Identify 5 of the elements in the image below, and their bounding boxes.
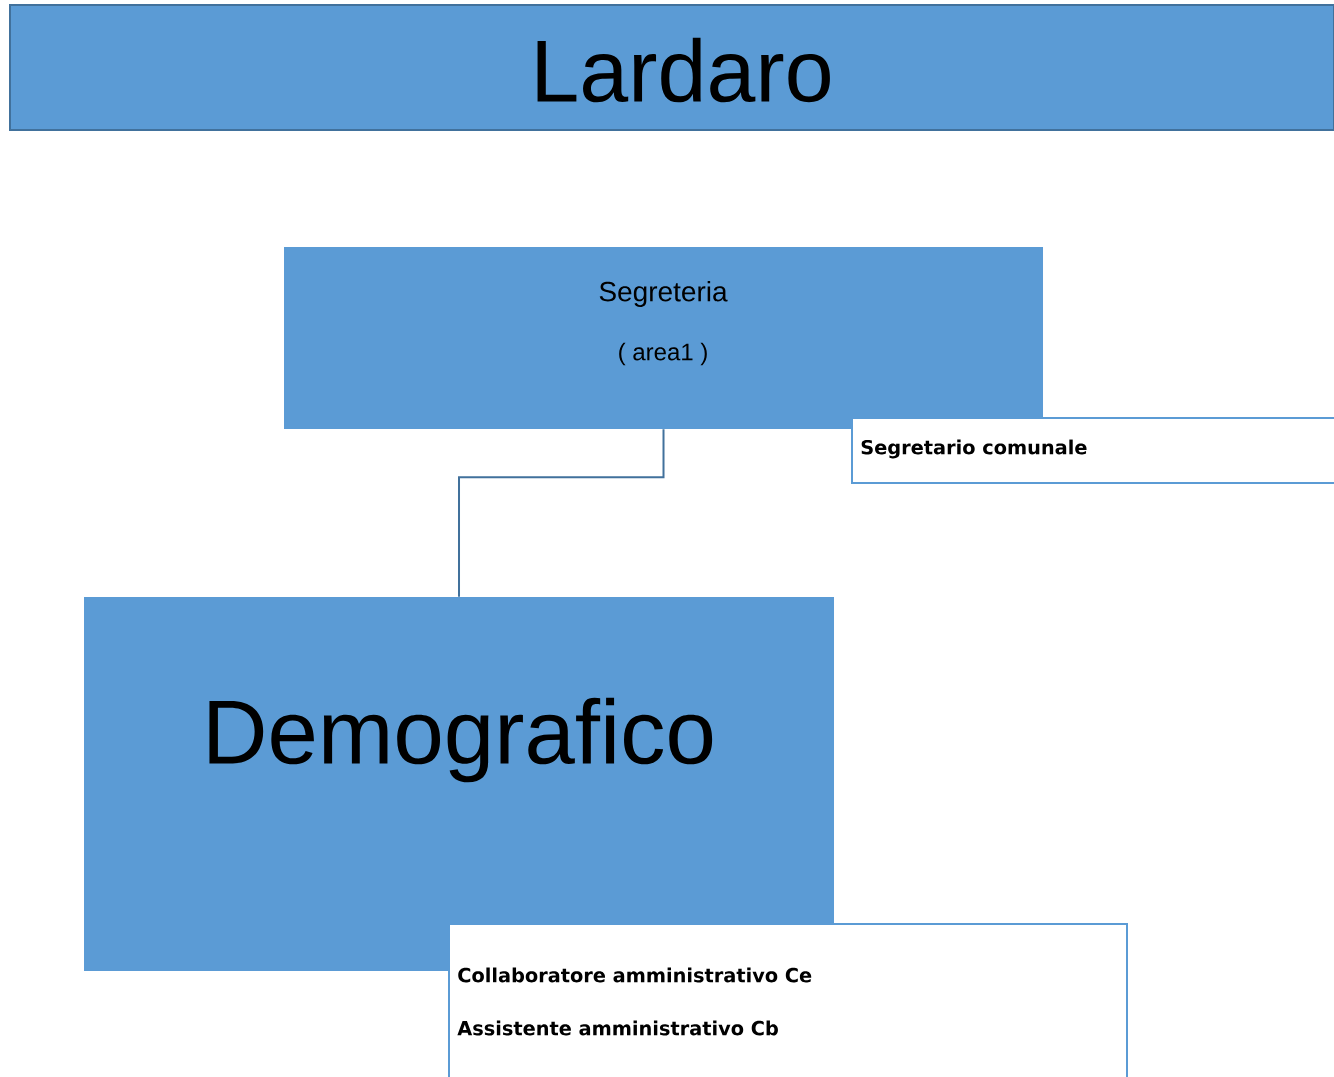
department-box: Segreteria ( area1 ) — [284, 247, 1043, 429]
connector-line — [458, 428, 665, 598]
role-box: Segretario comunale — [851, 417, 1334, 484]
title-band: Lardaro — [9, 4, 1334, 131]
role-box: Collaboratore amministrativo Ce Assistente amministrativo Cb — [448, 923, 1128, 1077]
